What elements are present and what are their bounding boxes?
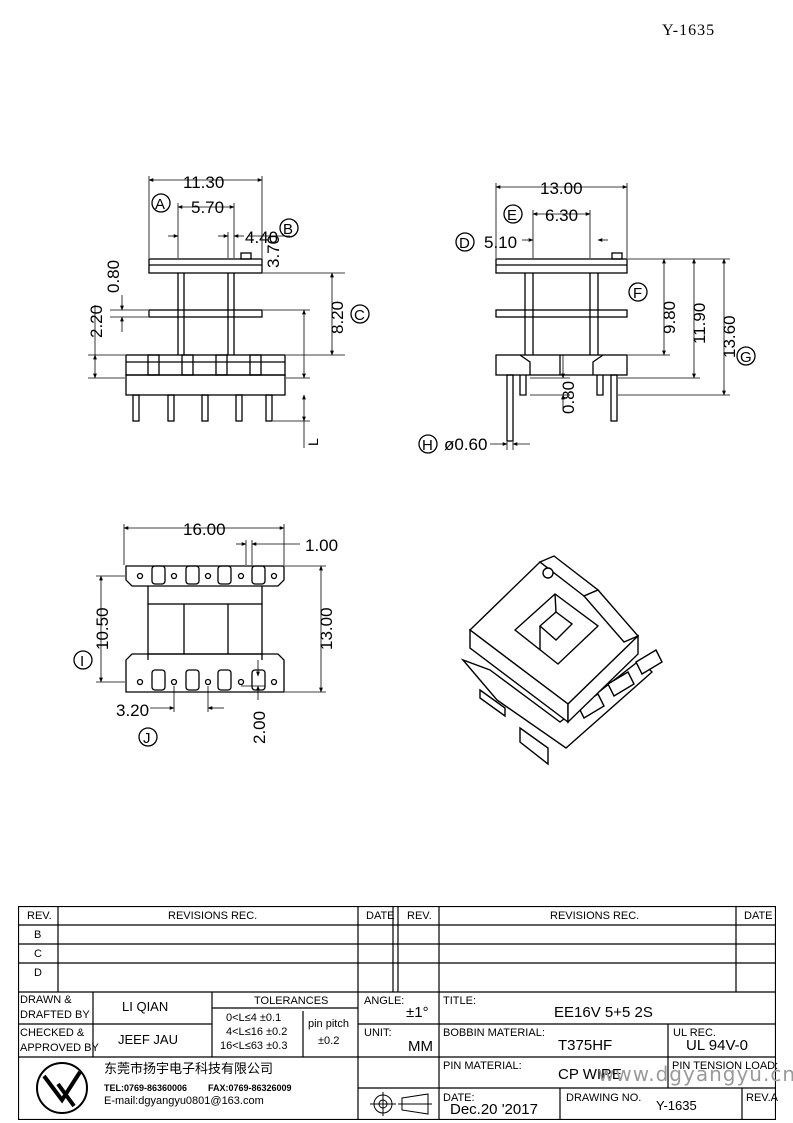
rev-row-d: D <box>34 967 42 979</box>
checked-value: JEEF JAU <box>118 1032 178 1047</box>
title-value: EE16V 5+5 2S <box>554 1004 653 1021</box>
dim-2-00: 2.00 <box>250 711 269 744</box>
callout-B: B <box>283 221 293 238</box>
dim-0-80: 0.80 <box>104 260 123 293</box>
pin-material-value: CP WIRE <box>558 1066 622 1083</box>
revisions-header-left: REVISIONS REC. <box>168 910 258 922</box>
dim-3-70: 3.70 <box>264 235 283 268</box>
angle-label: ANGLE: <box>364 995 405 1007</box>
dim-8-20: 8.20 <box>328 301 347 334</box>
front-view-labels: 11.30 5.70 4.40 3.70 0.80 8.20 2.20 L A … <box>87 173 365 446</box>
callout-J: J <box>143 730 151 747</box>
pin-tension-label: PIN TENSION LOAD: <box>672 1060 779 1072</box>
technical-drawing: 11.30 5.70 4.40 3.70 0.80 8.20 2.20 L A … <box>73 173 756 766</box>
dim-11-90: 11.90 <box>690 303 709 344</box>
watermark: www.dgyangyu.cn <box>598 1062 793 1086</box>
callout-I: I <box>80 653 84 670</box>
dim-pin-diameter: ø0.60 <box>444 435 487 454</box>
isometric-view <box>460 555 663 766</box>
drawn-by-label: DRAWN & <box>20 994 72 1006</box>
company-name: 东莞市扬宇电子科技有限公司 <box>104 1062 274 1077</box>
side-view-labels: 13.00 6.30 5.10 9.80 11.90 13.60 0.80 ø0… <box>422 179 752 454</box>
company-fax: FAX:0769-86326009 <box>208 1083 292 1093</box>
checked-label: CHECKED & <box>20 1027 85 1039</box>
title-block-grid <box>18 906 776 1120</box>
callout-F: F <box>633 285 642 302</box>
tolerance-2: 4<L≤16 ±0.2 <box>226 1026 288 1038</box>
drafted-by-label: DRAFTED BY <box>20 1009 90 1021</box>
company-logo <box>36 1062 88 1114</box>
pin-pitch-value: ±0.2 <box>318 1035 340 1047</box>
bobbin-material-value: T375HF <box>558 1037 613 1054</box>
title-block: REV. REVISIONS REC. DATE REV. REVISIONS … <box>18 906 779 1120</box>
company-tel: TEL:0769-86360006 <box>104 1083 188 1093</box>
rev-a-label: REV.A <box>746 1092 779 1104</box>
projection-symbol <box>370 1092 432 1116</box>
side-view <box>418 183 756 454</box>
dim-10-50: 10.50 <box>93 607 112 650</box>
rev-row-b: B <box>34 929 42 941</box>
pin-pitch-label: pin pitch <box>308 1018 349 1030</box>
callout-D: D <box>459 235 470 252</box>
dim-13-60: 13.60 <box>720 315 739 358</box>
callout-A: A <box>155 196 165 213</box>
tolerance-1: 0<L≤4 ±0.1 <box>226 1012 282 1024</box>
bobbin-material-label: BOBBIN MATERIAL: <box>443 1027 545 1039</box>
company-email: E-mail:dgyangyu0801@163.com <box>104 1095 264 1107</box>
callout-C: C <box>354 307 365 324</box>
dim-3-20: 3.20 <box>116 701 149 720</box>
date-header-right: DATE <box>744 910 773 922</box>
rev-header-left: REV. <box>27 910 52 922</box>
dim-13-00: 13.00 <box>540 179 583 198</box>
rev-header-right: REV. <box>407 910 432 922</box>
document-number: Y-1635 <box>662 22 716 39</box>
date-value: Dec.20 '2017 <box>450 1101 538 1118</box>
date-label: DATE: <box>443 1092 475 1104</box>
callout-G: G <box>740 349 752 366</box>
bottom-view-labels: 16.00 1.00 10.50 13.00 3.20 2.00 I J <box>80 520 338 747</box>
dim-1-00: 1.00 <box>305 536 338 555</box>
dim-2-20: 2.20 <box>87 305 106 338</box>
ul-rec-label: UL REC. <box>673 1027 716 1039</box>
dim-9-80: 9.80 <box>660 301 679 334</box>
pin-material-label: PIN MATERIAL: <box>443 1060 522 1072</box>
drawn-by-value: LI QIAN <box>122 999 169 1014</box>
title-label: TITLE: <box>443 995 477 1007</box>
dim-6-30: 6.30 <box>545 206 578 225</box>
dim-5-10: 5.10 <box>484 233 517 252</box>
approved-label: APPROVED BY <box>20 1042 99 1054</box>
callout-E: E <box>507 207 517 224</box>
dim-16-00: 16.00 <box>183 520 226 539</box>
ul-rec-value: UL 94V-0 <box>686 1037 748 1054</box>
unit-label: UNIT: <box>364 1027 392 1039</box>
dim-0-80-pin: 0.80 <box>559 381 578 414</box>
drawing-no-label: DRAWING NO. <box>566 1092 642 1104</box>
rev-row-c: C <box>34 948 42 960</box>
date-header-left: DATE <box>366 910 395 922</box>
dim-L: L <box>305 438 321 446</box>
callout-H: H <box>422 437 433 454</box>
bottom-view <box>73 524 326 747</box>
drawing-no-value: Y-1635 <box>656 1098 697 1113</box>
unit-value: MM <box>408 1038 433 1055</box>
dim-13-00-bottom: 13.00 <box>317 607 336 650</box>
front-view <box>88 176 370 448</box>
tolerance-3: 16<L≤63 ±0.3 <box>220 1040 288 1052</box>
dim-11-30: 11.30 <box>183 173 224 192</box>
tolerances-label: TOLERANCES <box>254 995 329 1007</box>
angle-value: ±1° <box>406 1004 429 1021</box>
dim-4-40: 4.40 <box>245 228 278 247</box>
dim-5-70: 5.70 <box>191 198 224 217</box>
revisions-header-right: REVISIONS REC. <box>550 910 640 922</box>
